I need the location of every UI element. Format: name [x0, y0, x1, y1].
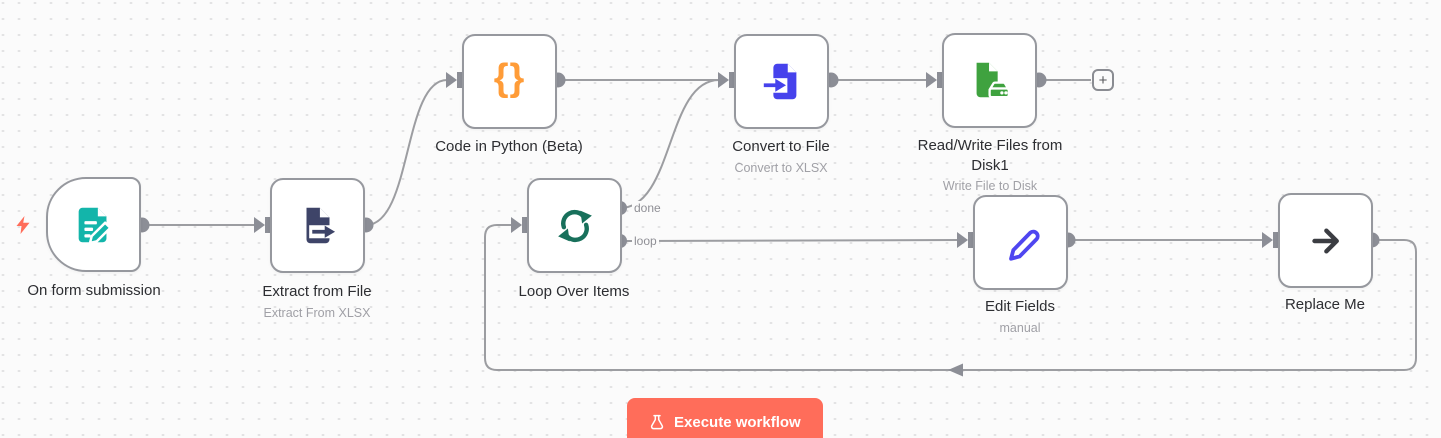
node-subtitle-convert: Convert to XLSX: [734, 160, 828, 175]
node-edit-fields[interactable]: [973, 195, 1068, 290]
input-port-replace[interactable]: [1262, 232, 1278, 248]
flask-icon: [650, 414, 664, 430]
node-title-edit: Edit Fields: [984, 298, 1056, 315]
pen-outline-icon: [1008, 229, 1040, 261]
node-title-convert: Convert to File: [732, 138, 830, 155]
node-convert-to-file[interactable]: [734, 34, 829, 129]
execute-workflow-label: Execute workflow: [674, 413, 801, 431]
node-subtitle-readwrite: Write File to Disk: [942, 179, 1038, 193]
input-port-edit[interactable]: [957, 232, 973, 248]
input-port-loop[interactable]: [511, 217, 527, 233]
add-node-glyph: +: [1098, 71, 1108, 89]
node-subtitle-edit: manual: [999, 320, 1041, 335]
node-title-loop: Loop Over Items: [518, 283, 630, 300]
loop-refresh-icon: [557, 209, 592, 242]
node-subtitle-extract: Extract From XLSX: [263, 305, 371, 320]
node-title-extract: Extract from File: [262, 283, 372, 300]
input-port-convert[interactable]: [718, 72, 734, 88]
wire-arrowhead: [948, 363, 963, 377]
form-pencil-icon: [78, 207, 112, 244]
input-port-extract[interactable]: [254, 217, 270, 233]
output-label-loop: loop: [632, 234, 659, 248]
node-code-in-python[interactable]: {}: [462, 34, 557, 129]
connection-extract-to-python[interactable]: [365, 79, 448, 226]
input-port-python[interactable]: [446, 72, 462, 88]
node-loop-over-items[interactable]: [527, 178, 622, 273]
input-port-readwrite[interactable]: [926, 72, 942, 88]
node-extract-from-file[interactable]: [270, 178, 365, 273]
node-title-replace: Replace Me: [1284, 296, 1366, 313]
node-title-form: On form submission: [27, 282, 161, 299]
trigger-bolt-icon: [16, 216, 30, 234]
execute-workflow-button[interactable]: Execute workflow: [627, 398, 823, 438]
node-on-form-submission[interactable]: [46, 177, 141, 272]
curly-braces-icon: {}: [493, 57, 526, 99]
node-read-write-files[interactable]: [942, 33, 1037, 128]
node-title-python: Code in Python (Beta): [435, 138, 583, 155]
connection-loop-loop-to-edit[interactable]: [619, 239, 959, 242]
file-extract-arrow-icon: [306, 207, 335, 243]
node-replace-me[interactable]: [1278, 193, 1373, 288]
add-node-button[interactable]: +: [1092, 69, 1114, 91]
node-title-readwrite: Read/Write Files from Disk1: [917, 137, 1063, 174]
file-import-arrow-icon: [763, 63, 796, 99]
output-label-done: done: [632, 201, 663, 215]
file-disk-icon: [976, 62, 1010, 98]
arrow-right-icon: [1311, 227, 1339, 254]
